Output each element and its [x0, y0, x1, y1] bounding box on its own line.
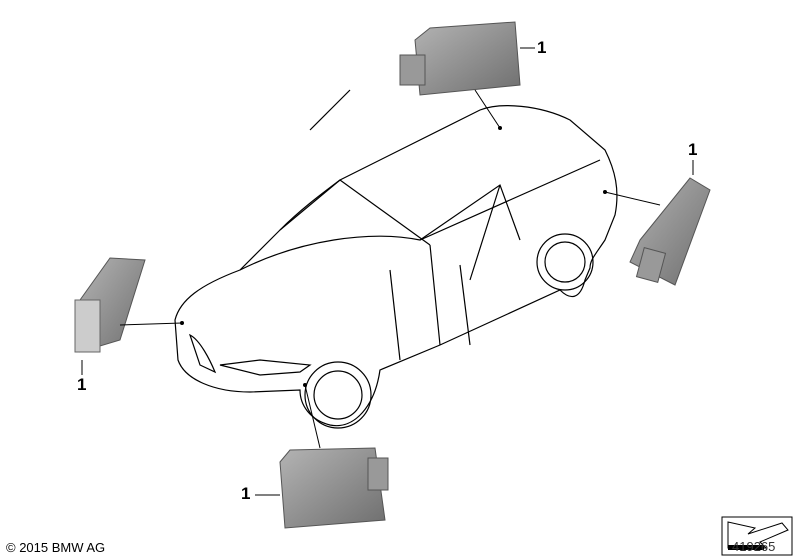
sensor-module-bottom: [279, 447, 389, 529]
diagram-number: 419265: [732, 539, 776, 554]
part-label: 1: [688, 140, 698, 159]
navigation-arrow-icon[interactable]: [721, 516, 793, 556]
sensor-module-left: [74, 257, 146, 353]
part-label: 1: [537, 38, 547, 57]
part-label: 1: [241, 484, 251, 503]
sensor-module-right: [629, 177, 711, 286]
part-label: 1: [77, 375, 87, 394]
attachment-points: [180, 126, 607, 387]
sensor-module-top: [399, 21, 521, 96]
copyright: © 2015 BMW AG: [6, 540, 106, 555]
leader-lines: [81, 47, 694, 496]
car-outline: [174, 89, 618, 429]
